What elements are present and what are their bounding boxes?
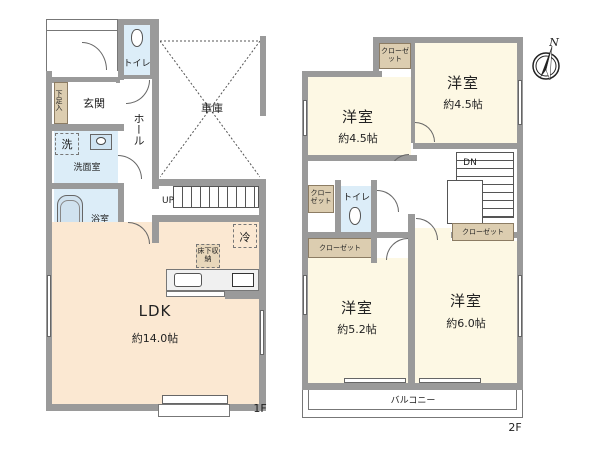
wall: [259, 186, 266, 411]
room-se-size: 約6.0帖: [446, 317, 486, 330]
washroom-label: 洗面室: [73, 163, 101, 173]
wall: [335, 180, 341, 232]
window[interactable]: [47, 275, 51, 337]
wall: [413, 143, 523, 149]
wall: [46, 404, 264, 411]
genkan: [68, 82, 116, 124]
fridge-space: [233, 224, 257, 248]
genkan-label: 玄関: [83, 97, 105, 110]
room-nw: [308, 77, 411, 155]
wall: [371, 238, 377, 263]
wall: [52, 124, 124, 131]
room-sw: [308, 258, 408, 383]
room-ne: [413, 43, 517, 143]
wall: [46, 71, 52, 411]
wall: [302, 71, 308, 391]
ldk-size: 約14.0帖: [131, 332, 179, 345]
wall: [152, 19, 159, 189]
toilet-2f-label: トイレ: [343, 193, 371, 203]
wall: [225, 291, 259, 299]
closet-se: [452, 223, 514, 241]
stove-icon: [232, 273, 254, 287]
bathroom-label: 浴室: [90, 215, 109, 225]
underfloor-storage-label: 床下収納: [197, 247, 219, 263]
closet-top-label: クローゼット: [381, 47, 409, 63]
room-sw-size: 約5.2帖: [337, 323, 377, 336]
garage-label: 車庫: [201, 102, 223, 115]
shoe-closet: [54, 82, 68, 124]
wall: [52, 77, 124, 83]
hall: [120, 80, 152, 220]
wall: [302, 71, 382, 77]
window[interactable]: [518, 80, 522, 125]
floor-2f-label: 2F: [508, 421, 522, 434]
counter-edge: [166, 291, 225, 297]
porch-step-line: [46, 30, 118, 31]
garage-cross-lines: [160, 40, 260, 178]
ldk-room-ext: [52, 257, 122, 404]
sink-basin: [96, 137, 106, 145]
compass-north-label: N: [549, 36, 559, 49]
shoe-closet-label: 下足入: [55, 90, 63, 111]
wall: [152, 215, 159, 243]
wall: [411, 43, 415, 143]
wall: [152, 215, 266, 222]
balcony-label: バルコニー: [390, 396, 436, 406]
room-nw-size: 約4.5帖: [338, 132, 378, 145]
washer-space: [55, 133, 79, 155]
underfloor-storage: [196, 244, 220, 268]
room-nw-label: 洋室: [341, 108, 374, 126]
window[interactable]: [518, 275, 522, 337]
room-ne-size: 約4.5帖: [443, 98, 483, 111]
wall: [373, 37, 379, 77]
wall: [152, 179, 266, 186]
garage-pillar: [260, 36, 266, 116]
stairs-up-label: UP: [161, 196, 174, 206]
wall: [52, 183, 124, 189]
window[interactable]: [344, 378, 406, 383]
window[interactable]: [303, 100, 307, 136]
stairs-2f-inner: [447, 180, 483, 224]
balcony-inner: [308, 390, 517, 410]
window[interactable]: [419, 378, 481, 383]
wall: [302, 155, 417, 161]
wall: [373, 37, 523, 43]
room-se: [415, 241, 517, 383]
closet-left-label: クローゼット: [310, 189, 332, 205]
closet-se-label: クローゼット: [462, 228, 504, 236]
stairs-1f[interactable]: [173, 186, 259, 208]
window[interactable]: [162, 395, 228, 404]
floor-1f-label: 1F: [253, 402, 267, 415]
room-sw-door[interactable]: [386, 238, 408, 260]
room-ne-label: 洋室: [446, 74, 479, 92]
wall: [371, 180, 377, 238]
closet-top: [379, 43, 411, 69]
wall: [408, 214, 415, 390]
compass-rose-icon: [532, 45, 560, 81]
closet-sw-label: クローゼット: [319, 244, 361, 252]
room-se-label: 洋室: [449, 292, 482, 310]
hall-label: ホール: [132, 113, 145, 146]
ldk-label: LDK: [138, 302, 172, 320]
wall: [517, 37, 523, 391]
toilet-bowl-icon: [349, 207, 361, 225]
wall: [118, 183, 124, 255]
room-sw-label: 洋室: [340, 299, 373, 317]
toilet-bowl-icon: [131, 29, 143, 47]
closet-left: [308, 185, 334, 213]
washer-label: 洗: [61, 138, 73, 151]
balcony-outer: [302, 390, 523, 418]
fridge-label: 冷: [239, 231, 251, 244]
window[interactable]: [260, 310, 264, 355]
stairs-down-label: DN: [463, 158, 477, 168]
kitchen-sink-icon: [174, 273, 202, 287]
window[interactable]: [303, 275, 307, 315]
deck: [158, 404, 230, 417]
toilet-1f-label: トイレ: [123, 59, 151, 69]
